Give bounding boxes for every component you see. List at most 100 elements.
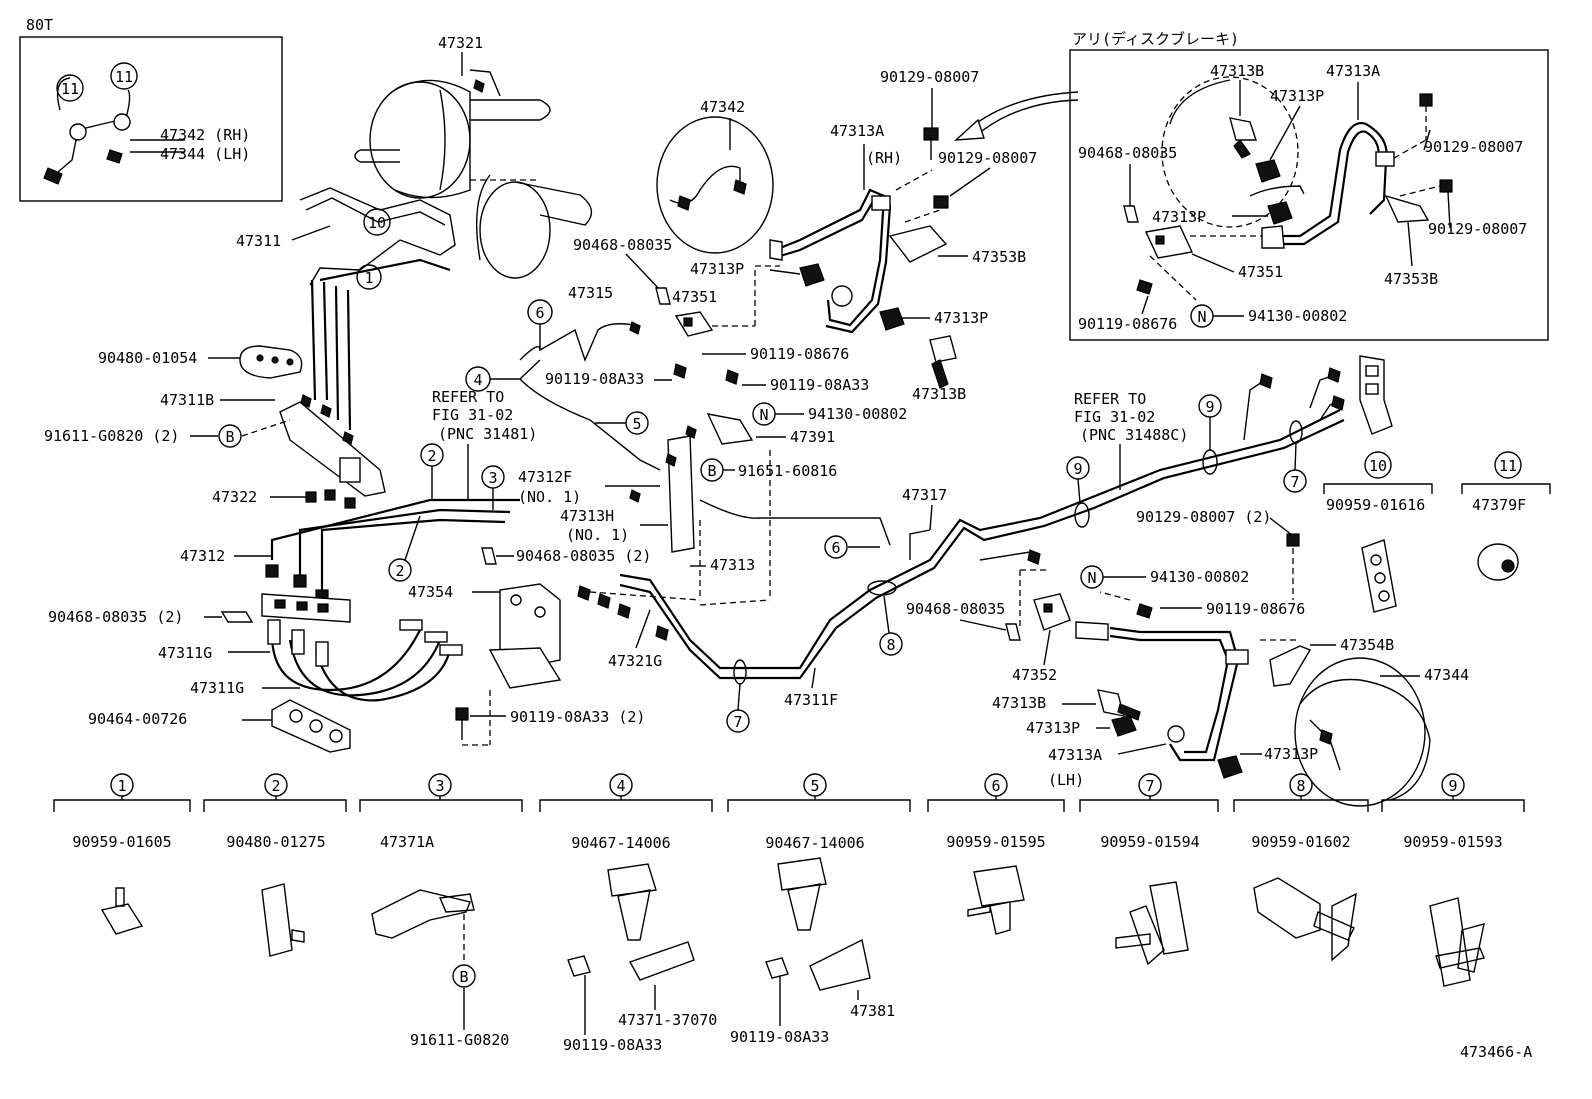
label-47311G-a: 47311G — [158, 644, 212, 662]
label-90119-08A33-2: 90119-08A33 (2) — [510, 708, 645, 726]
callout-1-main: 1 — [356, 264, 382, 290]
label-47351-a: 47351 — [672, 288, 717, 306]
label-90129-08007-2: 90129-08007 (2) — [1136, 508, 1271, 526]
label-90468-08035-b: 90468-08035 — [906, 600, 1005, 618]
legend-5-part-47381: 47381 — [850, 1002, 895, 1020]
inset-label-47342: 47342 (RH) — [160, 126, 250, 144]
detail-label-47313B: 47313B — [1210, 62, 1264, 80]
footer-code: 473466-A — [1460, 1043, 1532, 1061]
label-47313B-b: 47313B — [992, 694, 1046, 712]
svg-text:10: 10 — [1369, 457, 1387, 475]
legend-3-part-91611: 91611-G0820 — [410, 1031, 509, 1049]
disc-rotor — [1161, 76, 1299, 228]
svg-text:1: 1 — [364, 269, 373, 287]
clamp-10-part: 90959-01616 — [1326, 496, 1425, 514]
detail-label-47353B: 47353B — [1384, 270, 1438, 288]
legend-part-primary: 90959-01602 — [1251, 833, 1350, 851]
detail-label-90468-08035: 90468-08035 — [1078, 144, 1177, 162]
label-47313H: 47313H — [560, 507, 614, 525]
legend-group-6: 6 90959-01595 — [927, 773, 1065, 851]
bolt-47313B-a — [929, 335, 957, 389]
legend-clamp-drawing-3 — [371, 889, 475, 939]
legend-part-primary: 90959-01605 — [72, 833, 171, 851]
bracket-47354B — [1260, 639, 1312, 687]
callout-2-a: 2 — [420, 443, 444, 467]
inset-title: 80T — [26, 16, 53, 34]
inset-callout-11-b: 11 — [110, 62, 138, 90]
label-90119-08A33-a: 90119-08A33 — [545, 370, 644, 388]
legend-group-1: 1 90959-01605 — [53, 773, 191, 851]
legend-part-primary: 90467-14006 — [571, 834, 670, 852]
legend-part-primary: 47371A — [380, 833, 434, 851]
label-lh: (LH) — [1048, 771, 1084, 789]
legend-4-part-90119: 90119-08A33 — [563, 1036, 662, 1054]
inset-callout-11-a: 11 — [56, 74, 84, 102]
svg-text:11: 11 — [1499, 457, 1517, 475]
bracket-47391 — [685, 413, 754, 445]
label-47313B-a: 47313B — [912, 385, 966, 403]
svg-text:9: 9 — [1073, 460, 1082, 478]
label-47354B: 47354B — [1340, 636, 1394, 654]
callout-6-a: 6 — [527, 299, 553, 325]
label-47391: 47391 — [790, 428, 835, 446]
label-47322: 47322 — [212, 488, 257, 506]
label-47317: 47317 — [902, 486, 947, 504]
svg-text:8: 8 — [886, 636, 895, 654]
label-pnc-31481: (PNC 31481) — [438, 425, 537, 443]
label-47313P-b: 47313P — [934, 309, 988, 327]
bracket-47351-a — [674, 311, 714, 337]
label-90468-08035-a: 90468-08035 — [573, 236, 672, 254]
label-47313A-lh: 47313A — [1048, 746, 1102, 764]
legend-part-primary: 90467-14006 — [765, 834, 864, 852]
svg-text:3: 3 — [488, 469, 497, 487]
svg-text:B: B — [225, 428, 234, 446]
svg-text:7: 7 — [1290, 473, 1299, 491]
label-47311: 47311 — [236, 232, 281, 250]
callout-N-a: N — [752, 402, 776, 426]
callout-N-b: N — [1080, 565, 1104, 589]
label-90464-00726: 90464-00726 — [88, 710, 187, 728]
arrow-to-disc-detail — [954, 91, 1079, 141]
svg-text:6: 6 — [831, 539, 840, 557]
legend-number: 3 — [435, 777, 444, 795]
front-hose-rh — [769, 188, 892, 334]
label-fig-31-02-2: FIG 31-02 — [1074, 408, 1155, 426]
label-47311B: 47311B — [160, 391, 214, 409]
flex-hoses-47311G — [267, 619, 463, 702]
legend-part-primary: 90959-01595 — [946, 833, 1045, 851]
label-47313A-rh: 47313A — [830, 122, 884, 140]
label-94130-00802-a: 94130-00802 — [808, 405, 907, 423]
legend-number: 1 — [117, 777, 126, 795]
label-47313H-no1: (NO. 1) — [566, 526, 629, 544]
wire-47315 — [519, 321, 641, 362]
callout-4-a: 4 — [465, 366, 491, 392]
callout-9-b: 9 — [1198, 394, 1222, 418]
legend-number: 4 — [616, 777, 625, 795]
label-47313: 47313 — [710, 556, 755, 574]
legend-clamp-drawing-9 — [1429, 897, 1485, 987]
svg-text:4: 4 — [473, 371, 482, 389]
detail-label-90129-08007-a: 90129-08007 — [1424, 138, 1523, 156]
label-47354: 47354 — [408, 583, 453, 601]
callout-6-b: 6 — [824, 535, 848, 559]
legend-part-primary: 90959-01593 — [1403, 833, 1502, 851]
label-47321G: 47321G — [608, 652, 662, 670]
callout-5-a: 5 — [625, 411, 649, 435]
label-90119-08A33-b: 90119-08A33 — [770, 376, 869, 394]
label-47313P-c: 47313P — [1026, 719, 1080, 737]
svg-text:11: 11 — [115, 68, 133, 86]
detail-bracket-47351 — [1144, 225, 1194, 259]
brake-lines-47312 — [265, 498, 520, 603]
label-47313P-d: 47313P — [1264, 745, 1318, 763]
label-47312F: 47312F — [518, 468, 572, 486]
detail-label-47351: 47351 — [1238, 263, 1283, 281]
legend-number: 6 — [991, 777, 1000, 795]
bracket-47311B — [279, 394, 386, 497]
inset-box — [19, 36, 283, 202]
bracket-47313H — [629, 435, 695, 553]
clamp-11-part: 47379F — [1472, 496, 1526, 514]
label-47315: 47315 — [568, 284, 613, 302]
